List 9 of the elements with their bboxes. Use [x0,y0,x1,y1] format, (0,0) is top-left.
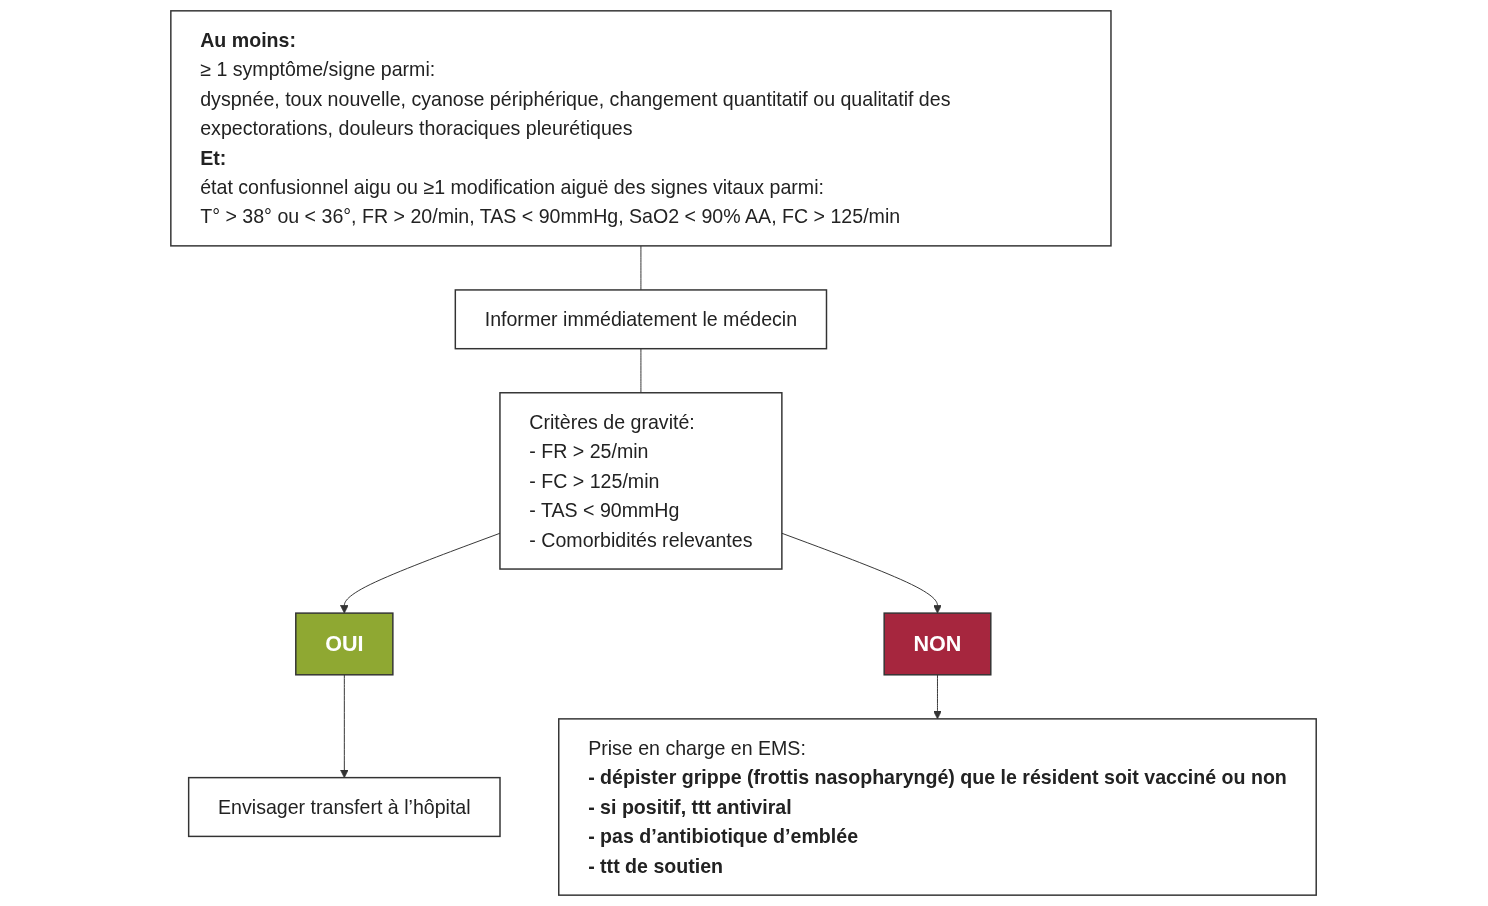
node-box: Au moins: ≥ 1 symptôme/signe parmi: dyspnée, toux nouvelle, cyanose périphérique, changement quantitatif ou qualitatif des expectorations, douleurs thoraciques pleurétiques Et: état confusionnel aigu ou ≥1 modification aiguë des signes vitaux parmi: T° > 38° ou < 36°, FR > 20/min, TAS < 90mmHg, SaO2 < 90% AA, FC > 125/min [170,10,1113,247]
connector [640,245,642,291]
node-box: Informer immédiatement le médecin [455,289,828,350]
connector [640,348,642,394]
node-box: Envisager transfert à l’hôpital [188,776,502,838]
node-box: Critères de gravité: - FR > 25/min - FC > 125/min - TAS < 90mmHg - Comorbidités relevantes [499,392,784,570]
node-box: OUI [295,612,395,676]
node-box: NON [883,612,992,676]
node-box: Prise en charge en EMS: - dépister grippe (frottis nasopharyngé) que le résident soit vacciné ou non - si positif, ttt antiviral - pas d’antibiotique d’emblée - ttt de soutien [558,718,1318,896]
